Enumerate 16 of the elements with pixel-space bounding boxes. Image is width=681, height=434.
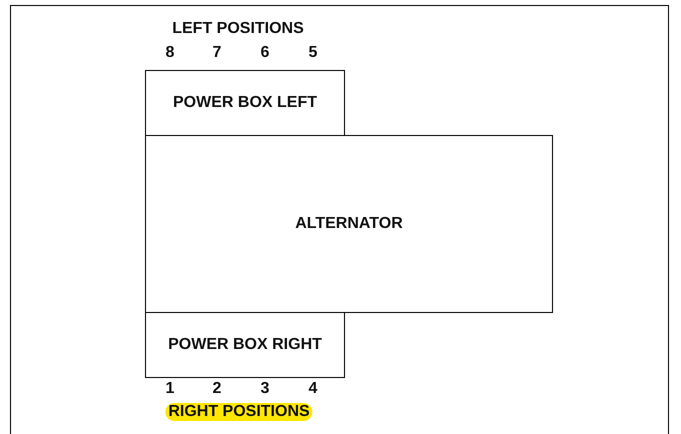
box-label: POWER BOX LEFT [173, 94, 317, 112]
position-number: 5 [308, 44, 318, 62]
box-label: ALTERNATOR [295, 215, 403, 233]
position-number: 8 [166, 44, 174, 62]
position-number: 2 [212, 380, 222, 398]
position-number: 7 [212, 44, 222, 62]
highlighted-heading: RIGHT POSITIONS [165, 403, 313, 421]
position-number: 3 [260, 380, 270, 398]
power-box [145, 312, 345, 378]
heading: LEFT POSITIONS [172, 20, 304, 38]
box-label: POWER BOX RIGHT [168, 336, 322, 354]
position-number: 1 [166, 380, 174, 398]
position-number: 6 [260, 44, 270, 62]
power-box [145, 70, 345, 136]
alternator-box [145, 135, 553, 313]
position-number: 4 [308, 380, 318, 398]
